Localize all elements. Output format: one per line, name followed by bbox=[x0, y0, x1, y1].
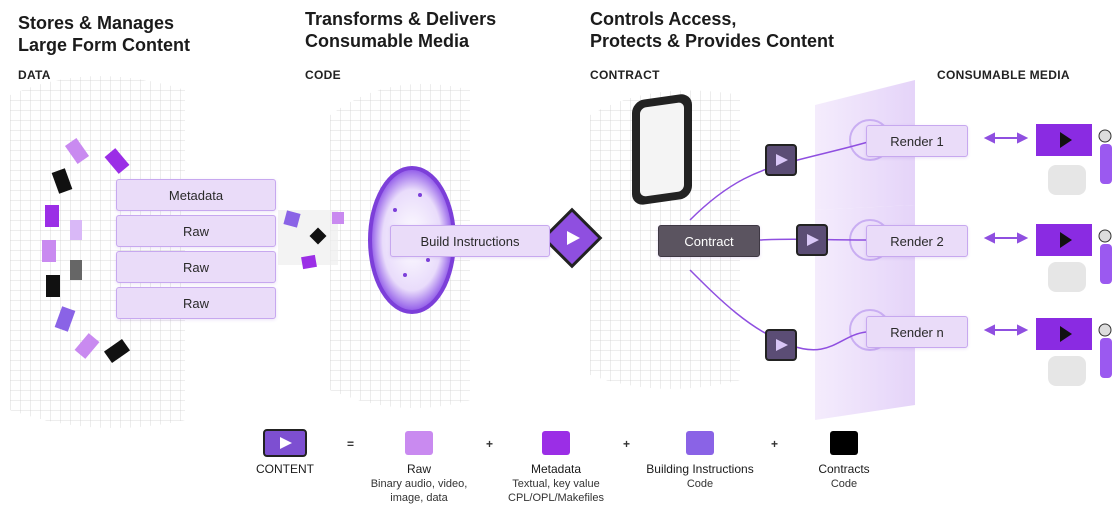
build-instructions-box: Build Instructions bbox=[390, 225, 550, 257]
legend-building-sub: Code bbox=[686, 478, 714, 490]
legend-content-label: CONTENT bbox=[256, 462, 314, 476]
media-viewer-3 bbox=[1036, 318, 1112, 386]
render-box-2: Render 2 bbox=[866, 225, 968, 257]
heading-code: Transforms & Delivers Consumable Media bbox=[305, 9, 497, 51]
legend-swatch-raw bbox=[405, 431, 433, 455]
small-content-icons bbox=[765, 144, 828, 361]
legend-plus-1: + bbox=[486, 437, 494, 451]
heading-data: Stores & Manages Large Form Content bbox=[18, 13, 191, 55]
section-label-contract: CONTRACT bbox=[590, 68, 660, 82]
legend-raw-sub: Binary audio, video, image, data bbox=[370, 478, 468, 504]
section-label-media: CONSUMABLE MEDIA bbox=[937, 68, 1070, 82]
legend-plus-2: + bbox=[623, 437, 631, 451]
metadata-box: Metadata bbox=[116, 179, 276, 211]
legend-plus-3: + bbox=[771, 437, 779, 451]
media-arrows bbox=[983, 132, 1029, 336]
heading-contract: Controls Access, Protects & Provides Con… bbox=[590, 9, 835, 51]
raw-box-2: Raw bbox=[116, 251, 276, 283]
flying-blocks bbox=[278, 210, 344, 270]
render-box-1: Render 1 bbox=[866, 125, 968, 157]
legend-contracts-sub: Code bbox=[830, 478, 858, 490]
legend-raw-label: Raw bbox=[406, 462, 431, 476]
data-grid-wall bbox=[10, 76, 185, 429]
legend-metadata-label: Metadata bbox=[530, 462, 582, 476]
raw-box-1: Raw bbox=[116, 215, 276, 247]
section-label-data: DATA bbox=[18, 68, 51, 82]
legend-equals: = bbox=[347, 437, 355, 451]
data-block-ring bbox=[42, 137, 131, 364]
contract-frame bbox=[632, 94, 692, 205]
raw-box-3: Raw bbox=[116, 287, 276, 319]
legend-swatch-metadata bbox=[542, 431, 570, 455]
render-panels bbox=[815, 80, 915, 420]
content-cube-icon bbox=[541, 207, 603, 269]
media-viewer-1 bbox=[1036, 124, 1112, 195]
contract-box: Contract bbox=[658, 225, 760, 257]
media-viewer-2 bbox=[1036, 224, 1112, 292]
legend-building-label: Building Instructions bbox=[646, 462, 754, 476]
legend-metadata-sub: Textual, key value CPL/OPL/Makefiles bbox=[508, 478, 604, 504]
legend-swatch-contracts bbox=[830, 431, 858, 455]
legend-content-icon bbox=[263, 429, 307, 457]
legend-swatch-building bbox=[686, 431, 714, 455]
render-box-n: Render n bbox=[866, 316, 968, 348]
section-label-code: CODE bbox=[305, 68, 341, 82]
legend-contracts-label: Contracts bbox=[818, 462, 870, 476]
